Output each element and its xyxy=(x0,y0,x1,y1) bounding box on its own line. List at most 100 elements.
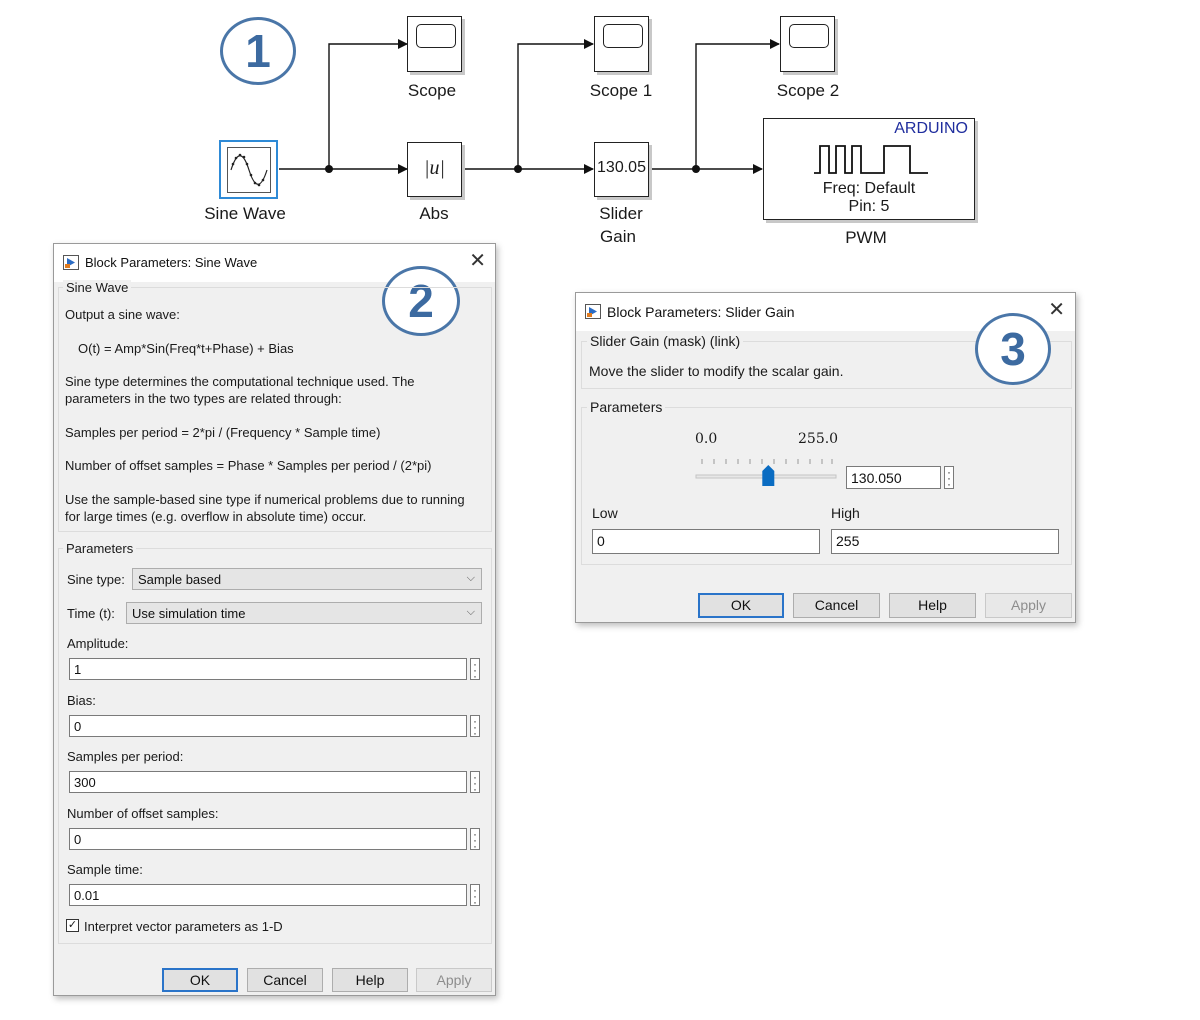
time-value: Use simulation time xyxy=(132,606,246,621)
signal-line-to-scope1 xyxy=(517,39,594,169)
sample-time-label: Sample time: xyxy=(67,862,143,877)
branch-point xyxy=(692,165,700,173)
scope-block[interactable] xyxy=(407,16,462,72)
amplitude-label: Amplitude: xyxy=(67,636,129,651)
description-line: for large times (e.g. overflow in absolu… xyxy=(65,509,367,524)
time-select[interactable]: Use simulation time ⌵ xyxy=(126,602,482,624)
scope-label: Scope xyxy=(407,81,457,100)
cancel-button[interactable]: Cancel xyxy=(247,968,323,992)
chevron-down-icon: ⌵ xyxy=(466,572,475,584)
sine-type-value: Sample based xyxy=(138,572,222,587)
scope-screen-icon xyxy=(789,24,829,48)
branch-point xyxy=(325,165,333,173)
more-options-icon[interactable]: ··· xyxy=(470,884,480,908)
chevron-down-icon: ⌵ xyxy=(466,606,475,618)
scope1-block[interactable] xyxy=(594,16,649,72)
slider-gain-label-line2: Gain xyxy=(600,227,636,246)
pwm-arduino-header: ARDUINO xyxy=(894,120,968,137)
pwm-label: PWM xyxy=(845,228,887,247)
signal-line-to-scope2 xyxy=(695,39,780,169)
bias-input[interactable]: 0 xyxy=(69,715,467,737)
section-title: Slider Gain (mask) (link) xyxy=(587,333,744,349)
pwm-block[interactable]: ARDUINO Freq: Default Pin: 5 xyxy=(763,118,975,220)
slider-min-label: 0.0 xyxy=(695,431,718,447)
scope2-label: Scope 2 xyxy=(776,81,840,100)
slider-gain-dialog: Block Parameters: Slider Gain ✕ Slider G… xyxy=(575,292,1076,623)
apply-button[interactable]: Apply xyxy=(416,968,492,992)
slider-gain-block[interactable]: 130.05 xyxy=(594,142,649,197)
description-text: Move the slider to modify the scalar gai… xyxy=(589,363,844,379)
interpret-label: Interpret vector parameters as 1-D xyxy=(84,919,283,934)
gain-value-input[interactable]: 130.050 xyxy=(846,466,941,489)
more-options-icon[interactable]: ··· xyxy=(470,828,480,852)
gain-slider[interactable] xyxy=(694,455,838,489)
description-line: Sine type determines the computational t… xyxy=(65,374,415,389)
abs-symbol: |u| xyxy=(424,157,445,179)
sample-time-input[interactable]: 0.01 xyxy=(69,884,467,906)
parameters-group xyxy=(581,407,1072,565)
ok-button[interactable]: OK xyxy=(698,593,784,618)
parameters-legend: Parameters xyxy=(587,399,666,415)
sine-wave-label: Sine Wave xyxy=(204,204,286,223)
abs-block[interactable]: |u| xyxy=(407,142,462,197)
offset-samples-input[interactable]: 0 xyxy=(69,828,467,850)
scope-screen-icon xyxy=(416,24,456,48)
pwm-freq: Freq: Default xyxy=(822,180,916,197)
more-options-icon[interactable]: ··· xyxy=(470,715,480,739)
more-options-icon[interactable]: ··· xyxy=(470,658,480,682)
sine-wave-icon xyxy=(227,147,271,193)
offset-samples-label: Number of offset samples: xyxy=(67,806,219,821)
description-line: Use the sample-based sine type if numeri… xyxy=(65,492,465,507)
slider-gain-value: 130.05 xyxy=(597,159,646,176)
description-group xyxy=(581,341,1072,389)
description-line: Samples per period = 2*pi / (Frequency *… xyxy=(65,425,381,440)
signal-lines xyxy=(279,39,780,174)
help-button[interactable]: Help xyxy=(332,968,408,992)
more-options-icon[interactable]: ··· xyxy=(470,771,480,795)
scope2-block[interactable] xyxy=(780,16,835,72)
formula-text: O(t) = Amp*Sin(Freq*t+Phase) + Bias xyxy=(78,341,294,356)
more-options-icon[interactable]: ··· xyxy=(944,466,954,490)
callout-1: 1 xyxy=(220,17,296,85)
bias-label: Bias: xyxy=(67,693,96,708)
branch-point xyxy=(514,165,522,173)
cancel-button[interactable]: Cancel xyxy=(793,593,880,618)
apply-button[interactable]: Apply xyxy=(985,593,1072,618)
slider-max-label: 255.0 xyxy=(798,431,839,447)
close-icon[interactable]: ✕ xyxy=(469,250,486,272)
description-group xyxy=(58,287,492,532)
close-icon[interactable]: ✕ xyxy=(1048,299,1065,321)
interpret-checkbox[interactable]: ✓ xyxy=(66,919,79,932)
parameters-group xyxy=(58,548,492,944)
sine-type-select[interactable]: Sample based ⌵ xyxy=(132,568,482,590)
description-line: parameters in the two types are related … xyxy=(65,391,342,406)
abs-label: Abs xyxy=(419,204,449,223)
low-input[interactable]: 0 xyxy=(592,529,820,554)
slider-thumb-icon xyxy=(762,465,775,486)
pwm-waveform-icon xyxy=(814,145,928,174)
high-input[interactable]: 255 xyxy=(831,529,1059,554)
samples-per-period-label: Samples per period: xyxy=(67,749,184,764)
sine-wave-block[interactable] xyxy=(219,140,278,199)
block-parameters-icon xyxy=(63,255,79,270)
parameters-legend: Parameters xyxy=(63,541,137,556)
sine-wave-dialog: Block Parameters: Sine Wave ✕ 2 Sine Wav… xyxy=(53,243,496,996)
callout-2: 2 xyxy=(382,266,460,336)
slider-gain-label-line1: Slider xyxy=(599,204,643,223)
signal-line-to-scope xyxy=(328,39,408,169)
pwm-pin: Pin: 5 xyxy=(848,198,890,215)
sine-type-label: Sine type: xyxy=(67,572,125,587)
simulink-model-canvas: 1 Sine Wave |u| Abs Scope Scope 1 Scope … xyxy=(0,0,1200,260)
high-label: High xyxy=(831,505,860,521)
time-label: Time (t): xyxy=(67,606,115,621)
description-line: Output a sine wave: xyxy=(65,307,180,322)
scope-screen-icon xyxy=(603,24,643,48)
scope1-label: Scope 1 xyxy=(589,81,653,100)
help-button[interactable]: Help xyxy=(889,593,976,618)
samples-per-period-input[interactable]: 300 xyxy=(69,771,467,793)
dialog-title: Block Parameters: Sine Wave xyxy=(85,255,258,270)
block-parameters-icon xyxy=(585,304,601,319)
amplitude-input[interactable]: 1 xyxy=(69,658,467,680)
ok-button[interactable]: OK xyxy=(162,968,238,992)
callout-3: 3 xyxy=(975,313,1051,385)
